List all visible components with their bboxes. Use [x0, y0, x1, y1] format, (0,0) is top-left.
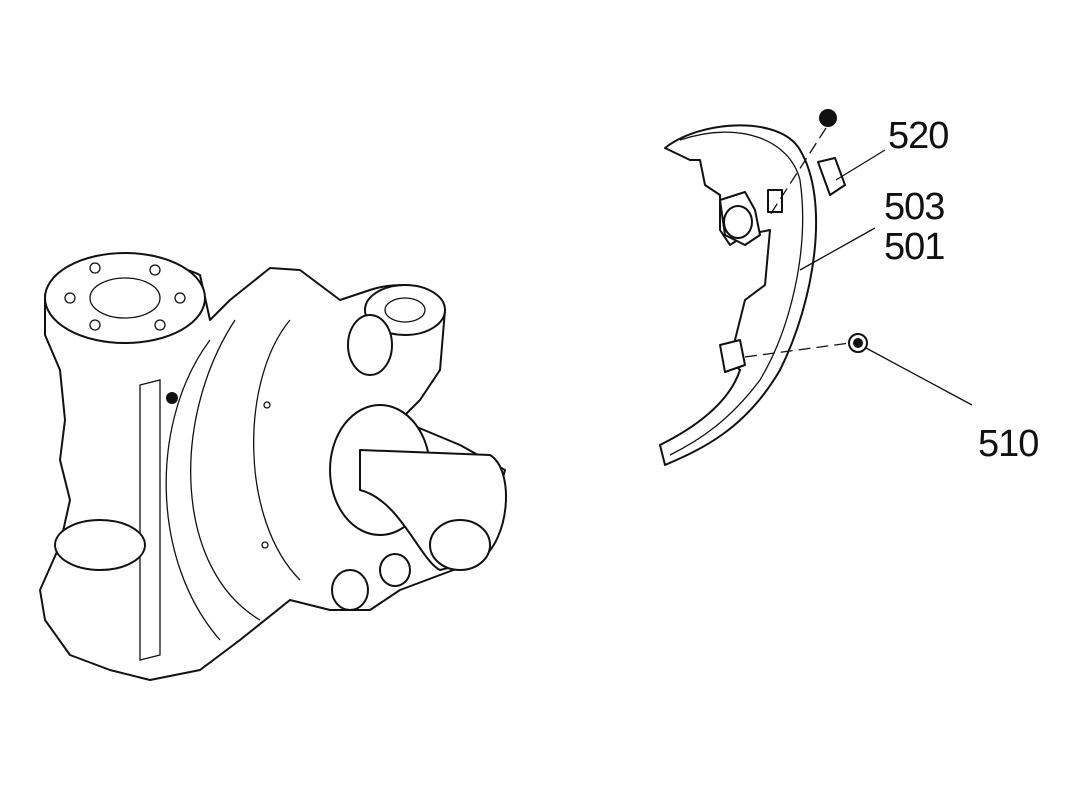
leader-lines	[744, 127, 973, 406]
splash-shield	[659, 124, 818, 466]
nut-510	[848, 333, 868, 353]
callout-501: 501	[884, 226, 945, 268]
steering-knuckle	[39, 252, 507, 681]
callout-503: 503	[884, 186, 945, 228]
bolt-520	[817, 109, 846, 196]
callout-510: 510	[978, 423, 1039, 465]
callout-520: 520	[888, 115, 949, 157]
